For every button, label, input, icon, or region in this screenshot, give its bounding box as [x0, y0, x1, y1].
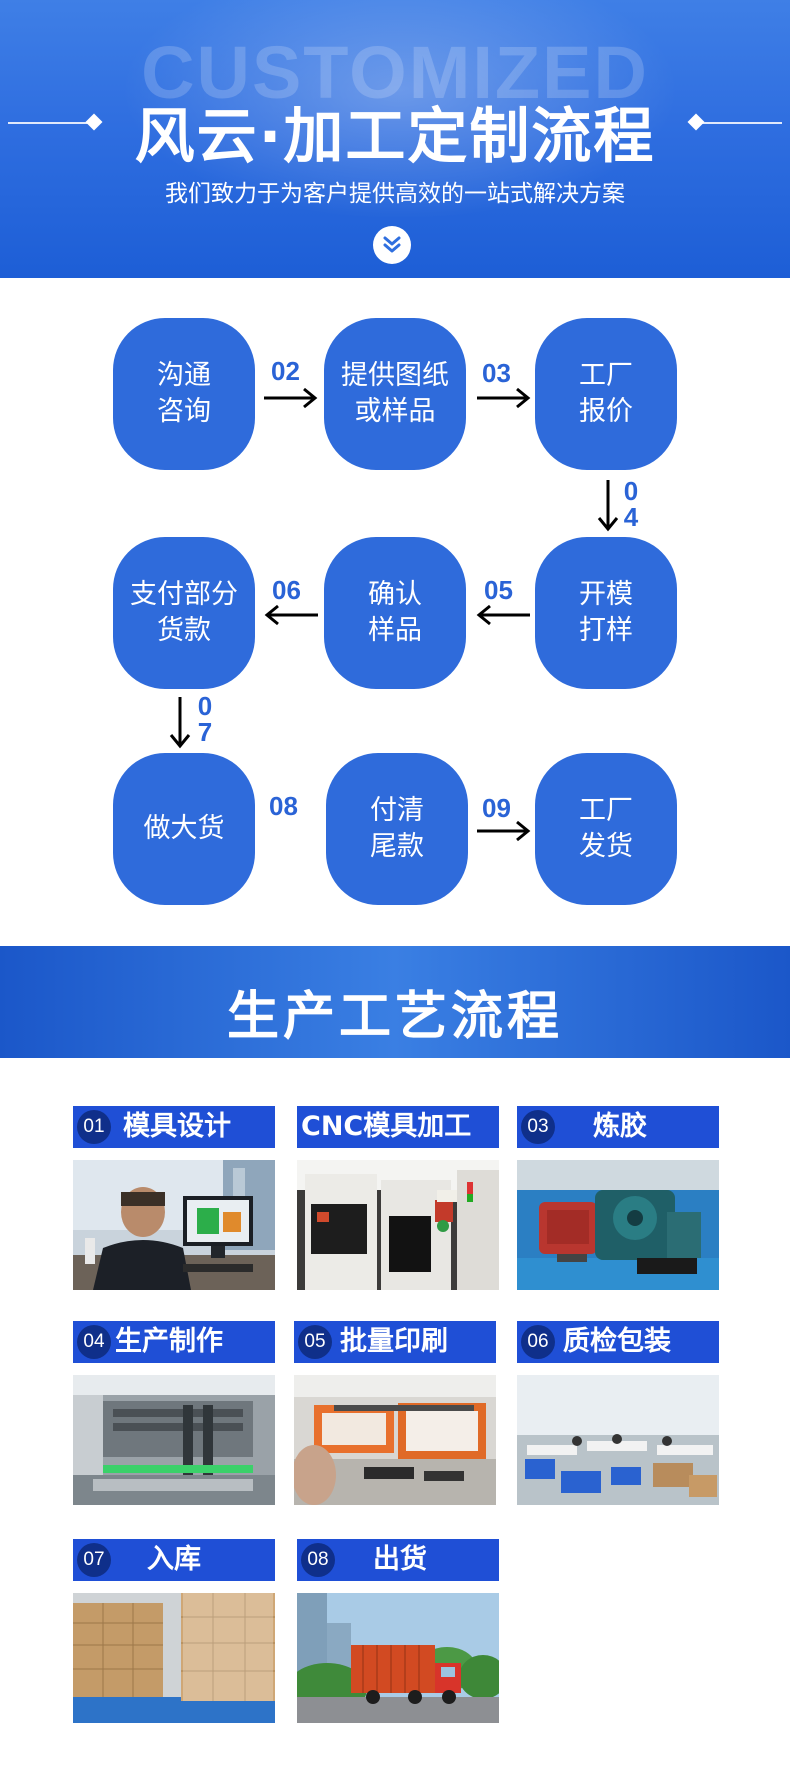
flow-node-mold-sample: 开模打样 — [535, 537, 677, 689]
card-title: 批量印刷 — [340, 1326, 448, 1357]
flow-node-final-payment: 付清尾款 — [326, 753, 468, 905]
banner-glow — [120, 0, 680, 220]
node-line: 工厂 — [579, 360, 633, 391]
page-title: 风云·加工定制流程 — [134, 102, 656, 172]
node-line: 确认 — [368, 579, 422, 610]
step-digit: 04 — [623, 476, 639, 532]
card-number-badge: 06 — [521, 1325, 555, 1359]
card-title: 出货 — [373, 1544, 427, 1575]
arrow-right-icon — [477, 820, 531, 842]
header-banner: CUSTOMIZED 风云·加工定制流程 我们致力于为客户提供高效的一站式解决方… — [0, 0, 790, 278]
node-line: 支付部分 — [130, 579, 238, 610]
node-line: 咨询 — [157, 396, 211, 427]
card-number-badge: 01 — [77, 1110, 111, 1144]
card-label: 01 模具设计 — [73, 1106, 275, 1148]
process-card-batch-printing: 05 批量印刷 — [294, 1321, 496, 1505]
card-title: 入库 — [147, 1544, 201, 1575]
card-number-badge: 07 — [77, 1543, 111, 1577]
step-digit: 07 — [197, 691, 213, 747]
decor-line-left — [8, 122, 88, 124]
card-label: 08 出货 — [297, 1539, 499, 1581]
card-number-badge: 08 — [301, 1543, 335, 1577]
node-line: 报价 — [579, 396, 633, 427]
process-card-production: 04 生产制作 — [73, 1321, 275, 1505]
process-section-banner: 生产工艺流程 — [0, 946, 790, 1058]
node-line: 沟通 — [157, 360, 211, 391]
node-line: 发货 — [579, 831, 633, 862]
step-number: 06 — [272, 575, 301, 605]
card-title: 炼胶 — [593, 1111, 647, 1142]
node-line: 或样品 — [354, 396, 436, 427]
node-line: 打样 — [579, 615, 633, 646]
arrow-down-icon — [597, 480, 619, 532]
process-card-warehousing: 07 入库 — [73, 1539, 275, 1723]
arrow-right-icon — [477, 387, 531, 409]
photo-warehouse — [73, 1593, 275, 1723]
card-number-badge: 03 — [521, 1110, 555, 1144]
process-card-inspection-packing: 06 质检包装 — [517, 1321, 719, 1505]
photo-molding-press — [73, 1375, 275, 1505]
node-line: 样品 — [368, 615, 422, 646]
background-watermark-word: CUSTOMIZED — [141, 31, 649, 114]
photo-screen-printing — [294, 1375, 496, 1505]
flow-node-provide-drawings: 提供图纸或样品 — [324, 318, 466, 470]
card-number-badge: 04 — [77, 1325, 111, 1359]
card-label: 05 批量印刷 — [294, 1321, 496, 1363]
flow-node-factory-quote: 工厂报价 — [535, 318, 677, 470]
card-title: CNC模具加工 — [301, 1111, 472, 1142]
card-label: CNC模具加工 — [297, 1106, 499, 1148]
chevron-double-down-icon-svg — [383, 236, 401, 253]
step-number: 05 — [484, 575, 513, 605]
node-line: 货款 — [157, 615, 211, 646]
card-label: 07 入库 — [73, 1539, 275, 1581]
card-title: 生产制作 — [115, 1326, 223, 1357]
node-line: 尾款 — [370, 831, 424, 862]
step-number: 02 — [271, 356, 300, 386]
flow-node-mass-production: 做大货 — [113, 753, 255, 905]
node-line: 开模 — [579, 579, 633, 610]
process-card-rubber-mixing: 03 炼胶 — [517, 1106, 719, 1290]
process-card-cnc-machining: CNC模具加工 — [297, 1106, 499, 1290]
step-number: 09 — [482, 793, 511, 823]
node-line: 提供图纸 — [341, 360, 449, 391]
step-number-vertical: 04 — [621, 478, 641, 530]
card-label: 04 生产制作 — [73, 1321, 275, 1363]
node-line: 做大货 — [143, 813, 225, 844]
process-card-shipping: 08 出货 — [297, 1539, 499, 1723]
arrow-right-icon — [264, 387, 318, 409]
node-line: 付清 — [370, 795, 424, 826]
card-number-badge: 05 — [298, 1325, 332, 1359]
photo-inspection-workshop — [517, 1375, 719, 1505]
flow-node-factory-ship: 工厂发货 — [535, 753, 677, 905]
photo-rubber-mixing-mill — [517, 1160, 719, 1290]
page-subtitle: 我们致力于为客户提供高效的一站式解决方案 — [165, 181, 625, 207]
flow-node-consult: 沟通咨询 — [113, 318, 255, 470]
arrow-left-icon — [476, 604, 530, 626]
arrow-down-icon — [169, 697, 191, 749]
card-title: 质检包装 — [563, 1326, 671, 1357]
photo-delivery-truck — [297, 1593, 499, 1723]
process-card-mold-design: 01 模具设计 — [73, 1106, 275, 1290]
chevron-double-down-icon[interactable] — [373, 226, 411, 264]
photo-engineer-cad — [73, 1160, 275, 1290]
decor-line-right — [702, 122, 782, 124]
flow-node-partial-payment: 支付部分货款 — [113, 537, 255, 689]
step-number: 03 — [482, 358, 511, 388]
step-number: 08 — [269, 791, 298, 821]
step-number-vertical: 07 — [195, 693, 215, 745]
section-title: 生产工艺流程 — [226, 987, 563, 1047]
arrow-left-icon — [264, 604, 318, 626]
card-title: 模具设计 — [123, 1111, 231, 1142]
node-line: 工厂 — [579, 795, 633, 826]
card-label: 06 质检包装 — [517, 1321, 719, 1363]
card-label: 03 炼胶 — [517, 1106, 719, 1148]
photo-cnc-machines — [297, 1160, 499, 1290]
flow-node-confirm-sample: 确认样品 — [324, 537, 466, 689]
